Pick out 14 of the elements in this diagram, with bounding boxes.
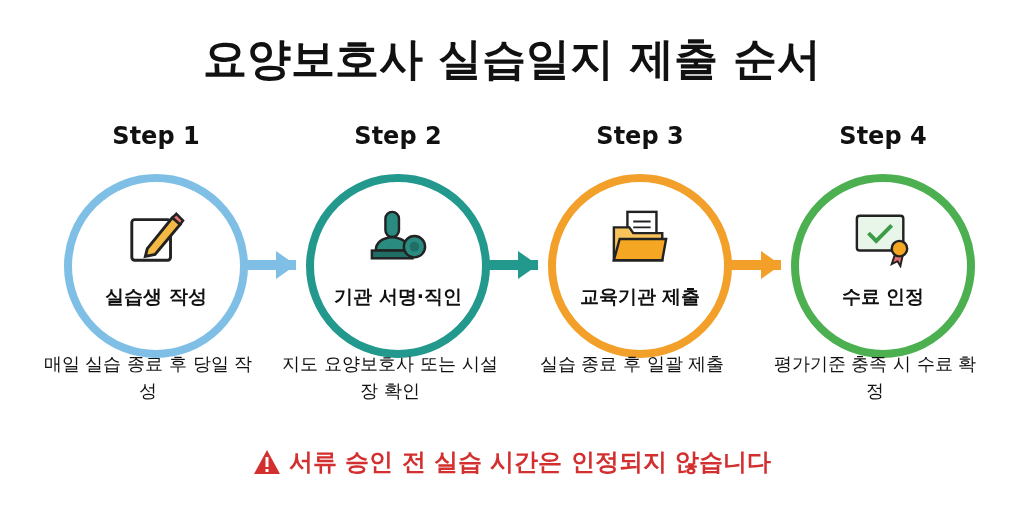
step-name: 수료 인정 bbox=[840, 284, 926, 309]
caption-text: 실습 종료 후 일괄 제출 bbox=[538, 352, 726, 376]
step-label: Step 2 bbox=[353, 122, 443, 150]
title-text: 요양보호사 실습일지 제출 순서 bbox=[202, 32, 822, 86]
warning-text: 서류 승인 전 실습 시간은 인정되지 않습니다 bbox=[288, 448, 772, 476]
step-label: Step 4 bbox=[838, 122, 928, 150]
step-label: Step 3 bbox=[595, 122, 685, 150]
step-name: 실습생 작성 bbox=[104, 284, 208, 309]
caption-text: 지도 요양보호사 또는 시설장 확인 bbox=[281, 352, 499, 403]
step-label: Step 1 bbox=[111, 122, 201, 150]
caption-text: 평가기준 충족 시 수료 확정 bbox=[772, 352, 978, 403]
step-name: 교육기관 제출 bbox=[578, 284, 702, 309]
step-name: 기관 서명·직인 bbox=[333, 284, 463, 309]
caption-text: 매일 실습 종료 후 당일 작성 bbox=[42, 352, 254, 403]
